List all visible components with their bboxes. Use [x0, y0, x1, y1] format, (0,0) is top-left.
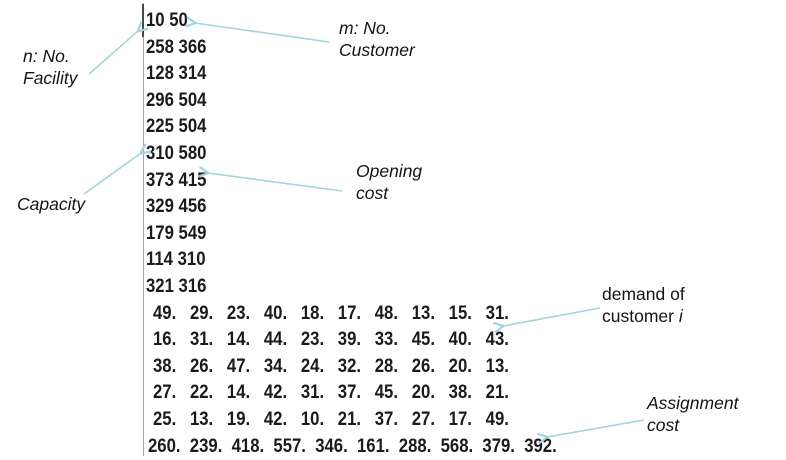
- file-line-facility: 321 316: [146, 274, 566, 301]
- demand-value: 14.: [227, 327, 264, 354]
- assignment-cost-value: 418.: [232, 434, 274, 460]
- demand-value: 26.: [190, 354, 227, 381]
- demand-value: 17.: [338, 301, 375, 328]
- demand-value: 23.: [301, 327, 338, 354]
- file-line-demands: 38.26.47.34.24.32.28.26.20.13.: [153, 354, 567, 381]
- file-line-facility: 296 504: [146, 88, 566, 115]
- text-cursor: [142, 4, 144, 37]
- demand-value: 48.: [375, 301, 412, 328]
- demand-value: 25.: [153, 407, 190, 434]
- demand-value: 27.: [412, 407, 449, 434]
- arrow-capacity: [84, 153, 141, 194]
- assignment-cost-value: 557.: [273, 434, 315, 460]
- demand-value: 42.: [264, 407, 301, 434]
- label-demand: demand of customer i: [602, 283, 685, 327]
- arrow-n-facility: [89, 31, 138, 74]
- demand-value: 40.: [264, 301, 301, 328]
- file-line-demands: 27.22.14.42.31.37.45.20.38.21.: [153, 380, 567, 407]
- demand-value: 27.: [153, 380, 190, 407]
- demand-value: 28.: [375, 354, 412, 381]
- demand-value: 20.: [412, 380, 449, 407]
- demand-value: 22.: [190, 380, 227, 407]
- demand-value: 42.: [264, 380, 301, 407]
- label-n-facility-line1: n: No.: [23, 45, 77, 67]
- demand-value: 21.: [486, 380, 523, 407]
- demand-value: 29.: [190, 301, 227, 328]
- assignment-cost-value: 379.: [482, 434, 524, 460]
- demand-value: 49.: [486, 407, 523, 434]
- label-n-facility: n: No. Facility: [23, 45, 77, 89]
- demand-value: 31.: [301, 380, 338, 407]
- file-line-facility: 225 504: [146, 114, 566, 141]
- demand-value: 43.: [486, 327, 523, 354]
- assignment-cost-value: 288.: [399, 434, 441, 460]
- label-n-facility-line2: Facility: [23, 67, 77, 89]
- assignment-cost-value: 346.: [315, 434, 357, 460]
- assignment-cost-value: 161.: [357, 434, 399, 460]
- demand-value: 19.: [227, 407, 264, 434]
- label-m-customer-line2: Customer: [339, 39, 415, 61]
- demand-value: 32.: [338, 354, 375, 381]
- label-assignment-cost: Assignment cost: [647, 392, 738, 436]
- demand-value: 49.: [153, 301, 190, 328]
- assignment-cost-value: 568.: [441, 434, 483, 460]
- label-assignment-cost-line1: Assignment: [647, 392, 738, 414]
- demand-value: 37.: [375, 407, 412, 434]
- demand-value: 34.: [264, 354, 301, 381]
- label-demand-line2: customer i: [602, 305, 685, 327]
- file-line-demands: 49.29.23.40.18.17.48.13.15.31.: [153, 301, 567, 328]
- demand-value: 15.: [449, 301, 486, 328]
- demand-value: 24.: [301, 354, 338, 381]
- file-line-facility: 128 314: [146, 61, 566, 88]
- assignment-cost-value: 239.: [190, 434, 232, 460]
- label-capacity: Capacity: [17, 193, 85, 215]
- demand-value: 23.: [227, 301, 264, 328]
- label-demand-line1: demand of: [602, 283, 685, 305]
- file-line-demands: 25.13.19.42.10.21.37.27.17.49.: [153, 407, 567, 434]
- text-view-left-rule: [143, 3, 144, 456]
- demand-value: 14.: [227, 380, 264, 407]
- file-line-facility: 114 310: [146, 247, 566, 274]
- demand-value: 26.: [412, 354, 449, 381]
- file-line-facility: 179 549: [146, 221, 566, 248]
- label-opening-cost-line1: Opening: [356, 160, 422, 182]
- assignment-cost-value: 392.: [524, 434, 566, 460]
- assignment-cost-value: 260.: [148, 434, 190, 460]
- demand-value: 38.: [449, 380, 486, 407]
- file-line-demands: 16.31.14.44.23.39.33.45.40.43.: [153, 327, 567, 354]
- demand-value: 39.: [338, 327, 375, 354]
- label-m-customer-line1: m: No.: [339, 17, 415, 39]
- demand-value: 44.: [264, 327, 301, 354]
- demand-value: 13.: [486, 354, 523, 381]
- demand-value: 37.: [338, 380, 375, 407]
- label-m-customer: m: No. Customer: [339, 17, 415, 61]
- demand-value: 10.: [301, 407, 338, 434]
- file-line-assignment-costs: 260.239.418.557.346.161.288.568.379.392.: [148, 434, 566, 460]
- demand-value: 31.: [190, 327, 227, 354]
- demand-value: 21.: [338, 407, 375, 434]
- demand-value: 33.: [375, 327, 412, 354]
- demand-value: 18.: [301, 301, 338, 328]
- label-capacity-text: Capacity: [17, 193, 85, 215]
- demand-value: 16.: [153, 327, 190, 354]
- demand-value: 38.: [153, 354, 190, 381]
- demand-value: 13.: [190, 407, 227, 434]
- demand-value: 45.: [375, 380, 412, 407]
- demand-value: 17.: [449, 407, 486, 434]
- label-opening-cost: Opening cost: [356, 160, 422, 204]
- demand-value: 47.: [227, 354, 264, 381]
- demand-value: 13.: [412, 301, 449, 328]
- label-assignment-cost-line2: cost: [647, 414, 738, 436]
- label-opening-cost-line2: cost: [356, 182, 422, 204]
- demand-value: 20.: [449, 354, 486, 381]
- demand-value: 40.: [449, 327, 486, 354]
- demand-value: 31.: [486, 301, 523, 328]
- demand-value: 45.: [412, 327, 449, 354]
